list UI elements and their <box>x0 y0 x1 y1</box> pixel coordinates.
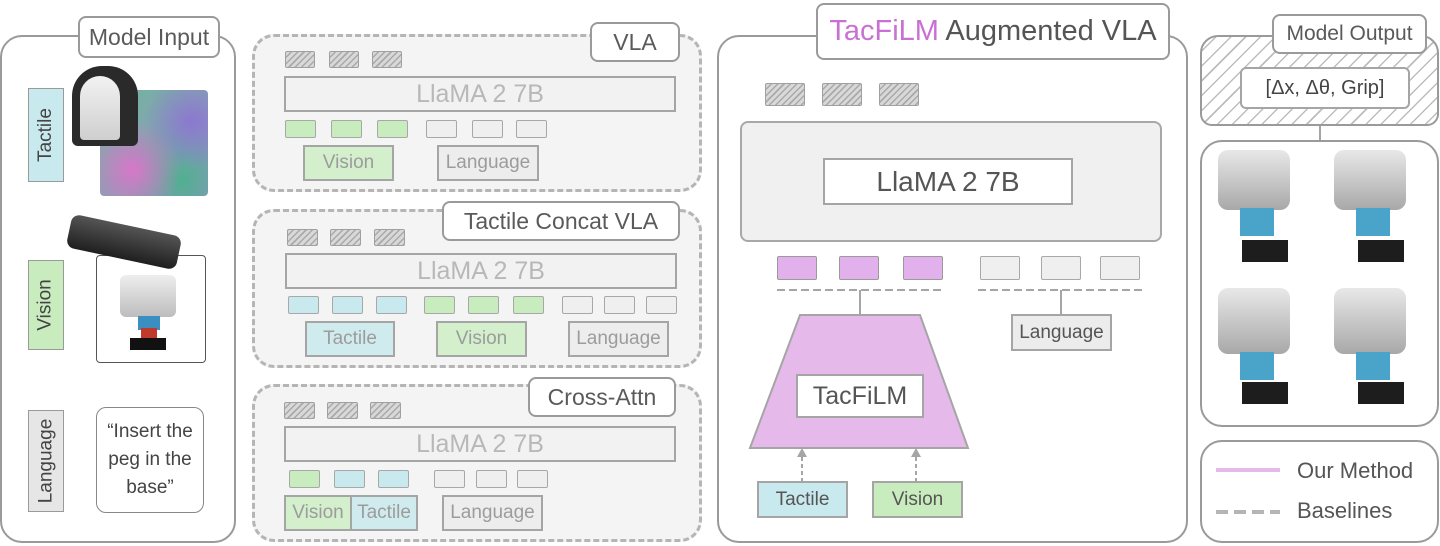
vla-output-token <box>285 51 315 68</box>
rollout-frame-3 <box>1212 286 1312 414</box>
vla-output-token <box>372 51 402 68</box>
base-plate <box>130 338 166 350</box>
vla-vision-token <box>331 120 362 138</box>
cross-output-token <box>284 402 315 419</box>
cross-llm-box: LlaMA 2 7B <box>284 426 676 462</box>
cross-vision-token <box>289 470 320 488</box>
gripper-icon <box>120 275 176 317</box>
gelsight-pad <box>80 76 120 140</box>
legend-panel <box>1200 440 1439 543</box>
concat-llm-box: LlaMA 2 7B <box>285 253 677 289</box>
main-output-token <box>879 83 919 106</box>
vision-input-label: Vision <box>28 260 64 350</box>
robot-gripper-icon <box>1240 208 1274 236</box>
concat-tactile-token <box>332 296 363 314</box>
concat-vision-label: Vision <box>436 321 527 357</box>
concat-output-token <box>287 229 318 246</box>
concat-language-token <box>604 296 635 314</box>
action-output-box: [Δx, Δθ, Grip] <box>1240 67 1410 109</box>
main-output-token <box>822 83 862 106</box>
vla-language-label: Language <box>437 145 539 181</box>
robot-arm-icon <box>1334 288 1406 354</box>
concat-tactile-token <box>376 296 407 314</box>
cross-language-label: Language <box>442 495 543 531</box>
gripper-finger <box>138 316 160 330</box>
cross-tactile-token <box>334 470 365 488</box>
cross-language-token <box>434 470 465 488</box>
vla-vision-token <box>377 120 408 138</box>
cross-vision-label: Vision <box>284 495 350 531</box>
cross-language-token <box>517 470 548 488</box>
instruction-text: “Insert the peg in the base” <box>107 421 193 498</box>
cross-language-token <box>476 470 507 488</box>
tacfilm-title-rest: Augmented VLA <box>938 15 1157 47</box>
instruction-box: “Insert the peg in the base” <box>96 407 204 513</box>
vla-language-token <box>516 120 547 138</box>
concat-tactile-label: Tactile <box>305 321 395 357</box>
concat-language-token <box>646 296 677 314</box>
tacfilm-title-highlight: TacFiLM <box>829 15 939 47</box>
concat-tactile-token <box>288 296 319 314</box>
concat-vision-token <box>468 296 499 314</box>
peg-base-icon <box>1358 382 1404 404</box>
robot-gripper-icon <box>1356 352 1390 380</box>
cross-tactile-token <box>378 470 409 488</box>
tacfilm-token <box>777 256 817 280</box>
cross-attn-title: Cross-Attn <box>528 377 676 417</box>
peg-base-icon <box>1242 240 1288 262</box>
main-vision-label: Vision <box>872 481 963 518</box>
main-language-token <box>1041 256 1081 280</box>
legend-ours-label: Our Method <box>1297 458 1414 483</box>
model-output-title: Model Output <box>1272 14 1427 54</box>
vla-title: VLA <box>590 22 680 62</box>
main-output-token <box>765 83 805 106</box>
main-language-token <box>1100 256 1140 280</box>
main-tactile-label: Tactile <box>757 481 848 518</box>
concat-output-token <box>374 229 405 246</box>
main-language-token <box>980 256 1020 280</box>
rollout-frame-1 <box>1212 148 1312 276</box>
tacfilm-token <box>903 256 943 280</box>
vla-language-token <box>472 120 503 138</box>
peg-red <box>141 328 157 338</box>
tactile-concat-title: Tactile Concat VLA <box>442 201 680 241</box>
concat-vision-token <box>513 296 544 314</box>
robot-arm-icon <box>1218 288 1290 354</box>
robot-gripper-icon <box>1356 208 1390 236</box>
legend-baselines-label: Baselines <box>1297 498 1393 523</box>
robot-arm-icon <box>1334 150 1406 210</box>
vla-language-token <box>426 120 457 138</box>
model-input-title: Model Input <box>78 16 220 58</box>
language-input-label: Language <box>28 410 64 512</box>
vla-output-token <box>329 51 359 68</box>
rollout-frame-2 <box>1328 148 1428 276</box>
main-language-label: Language <box>1011 314 1112 351</box>
cross-output-token <box>327 402 358 419</box>
tacfilm-module-label: TacFiLM <box>796 374 924 418</box>
robot-arm-icon <box>1218 150 1290 210</box>
tacfilm-title: TacFiLM Augmented VLA <box>816 3 1170 60</box>
concat-output-token <box>330 229 361 246</box>
cross-tactile-label: Tactile <box>350 495 418 531</box>
cross-output-token <box>370 402 401 419</box>
peg-base-icon <box>1242 382 1288 404</box>
peg-base-icon <box>1358 240 1404 262</box>
robot-gripper-icon <box>1240 352 1274 380</box>
tactile-input-label: Tactile <box>28 88 64 182</box>
rollout-frame-4 <box>1328 286 1428 414</box>
vla-vision-token <box>285 120 316 138</box>
main-llm-box: LlaMA 2 7B <box>823 158 1073 205</box>
tacfilm-token <box>839 256 879 280</box>
concat-language-label: Language <box>568 321 669 357</box>
concat-language-token <box>562 296 593 314</box>
vla-vision-label: Vision <box>303 145 394 181</box>
concat-vision-token <box>424 296 455 314</box>
vla-llm-box: LlaMA 2 7B <box>284 76 676 112</box>
